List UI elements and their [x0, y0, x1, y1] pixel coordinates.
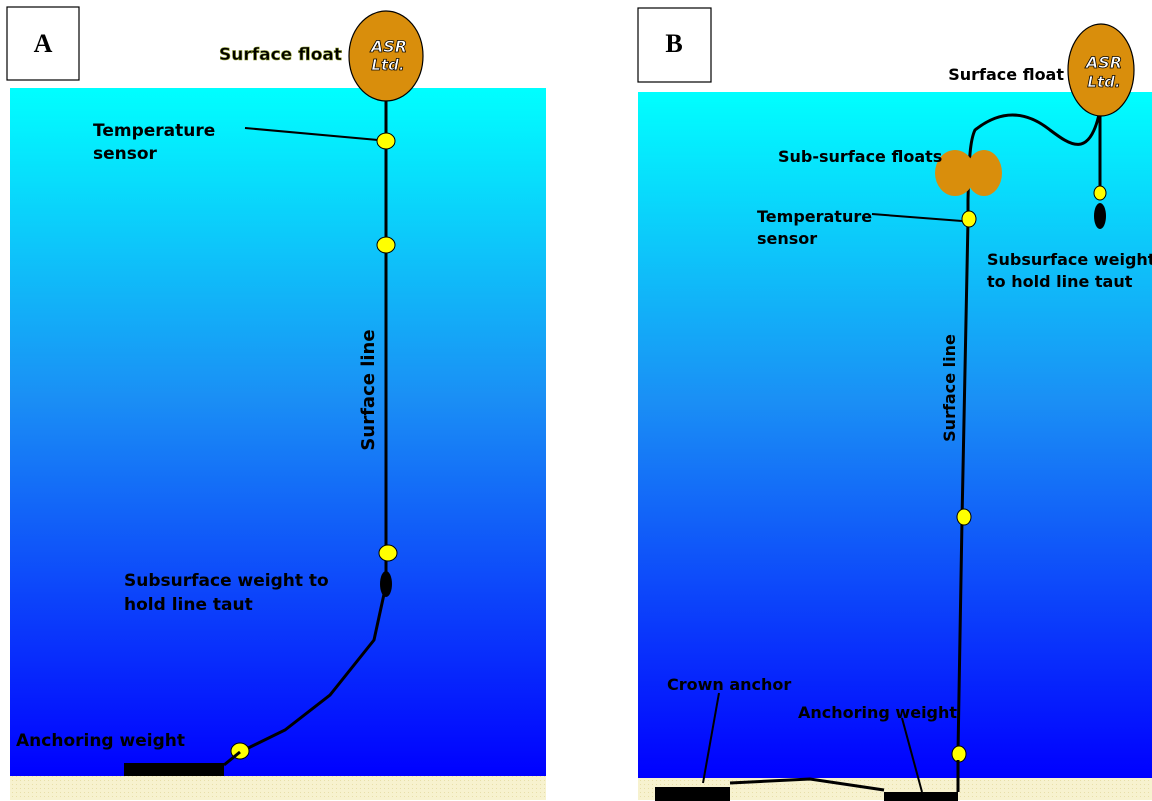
anchoring-weight-leader-b	[901, 717, 923, 793]
surface-float-label-b: Surface float	[948, 65, 1064, 84]
temperature-sensor-label-b-line1: Temperature	[757, 207, 872, 226]
panel-label-box-a	[6, 6, 80, 81]
panel-letter-b: B	[665, 29, 682, 58]
sensor-a-3	[378, 544, 398, 562]
temperature-sensor-label-a-line1: Temperature	[93, 121, 215, 141]
sensor-a-1	[376, 132, 396, 150]
float-text-b-line2: Ltd.	[1087, 73, 1120, 91]
subsurface-weight-a	[380, 571, 392, 597]
subsurface-floats-label-b: Sub-surface floats	[778, 147, 942, 166]
crown-anchor-b	[655, 787, 730, 801]
sensor-b-2	[956, 508, 972, 526]
subsurface-weight-b	[1094, 203, 1106, 229]
subsurface-float-b-1	[935, 150, 975, 196]
water-a	[10, 88, 546, 776]
temperature-sensor-label-a-line2: sensor	[93, 144, 158, 164]
subsurface-weight-label-a-line1: Subsurface weight to	[124, 571, 329, 591]
sensor-a-2	[376, 236, 396, 254]
float-text-a-line1: ASR	[369, 37, 407, 56]
subsurface-weight-label-b-line2: to hold line taut	[987, 272, 1133, 291]
sensor-b-4	[1093, 185, 1107, 201]
panel-a: A ASR Ltd. Surface float Temperature sen…	[6, 6, 546, 800]
anchoring-weight-label-a: Anchoring weight	[16, 731, 185, 751]
panel-label-box-b	[637, 7, 712, 83]
crown-anchor-leader-b	[702, 692, 720, 784]
surface-float-a	[348, 10, 424, 102]
temperature-sensor-leader-b	[871, 213, 963, 222]
subsurface-weight-label-a-line2: hold line taut	[124, 595, 253, 615]
anchoring-weight-b	[884, 792, 958, 801]
crown-anchor-label-b: Crown anchor	[667, 675, 791, 694]
sensor-b-3	[951, 745, 967, 763]
subsurface-weight-label-b-line1: Subsurface weight	[987, 250, 1152, 269]
surface-line-label-b: Surface line	[940, 334, 959, 442]
panel-letter-a: A	[34, 29, 53, 58]
anchoring-weight-a	[124, 763, 224, 776]
ground-line-b	[729, 777, 885, 792]
float-text-b-line1: ASR	[1084, 53, 1122, 72]
float-connector-line-b	[966, 109, 1102, 201]
seabed-a	[10, 776, 546, 800]
sensor-b-1	[961, 210, 977, 228]
anchoring-weight-label-b: Anchoring weight	[798, 703, 957, 722]
temperature-sensor-leader-a	[244, 127, 379, 141]
seabed-b	[638, 778, 1152, 800]
temperature-sensor-label-b-line2: sensor	[757, 229, 817, 248]
surface-line-b	[956, 200, 970, 753]
surface-float-label-a: Surface float	[219, 45, 342, 65]
surface-float-b	[1067, 23, 1135, 117]
float-text-a-line2: Ltd.	[371, 56, 404, 74]
water-b	[638, 92, 1152, 778]
subsurface-float-b-2	[966, 150, 1002, 196]
anchor-connector-a	[223, 750, 241, 767]
surface-line-label-a: Surface line	[358, 329, 379, 450]
panel-b: B ASR Ltd. Surface float Sub-surface flo…	[637, 7, 1152, 801]
